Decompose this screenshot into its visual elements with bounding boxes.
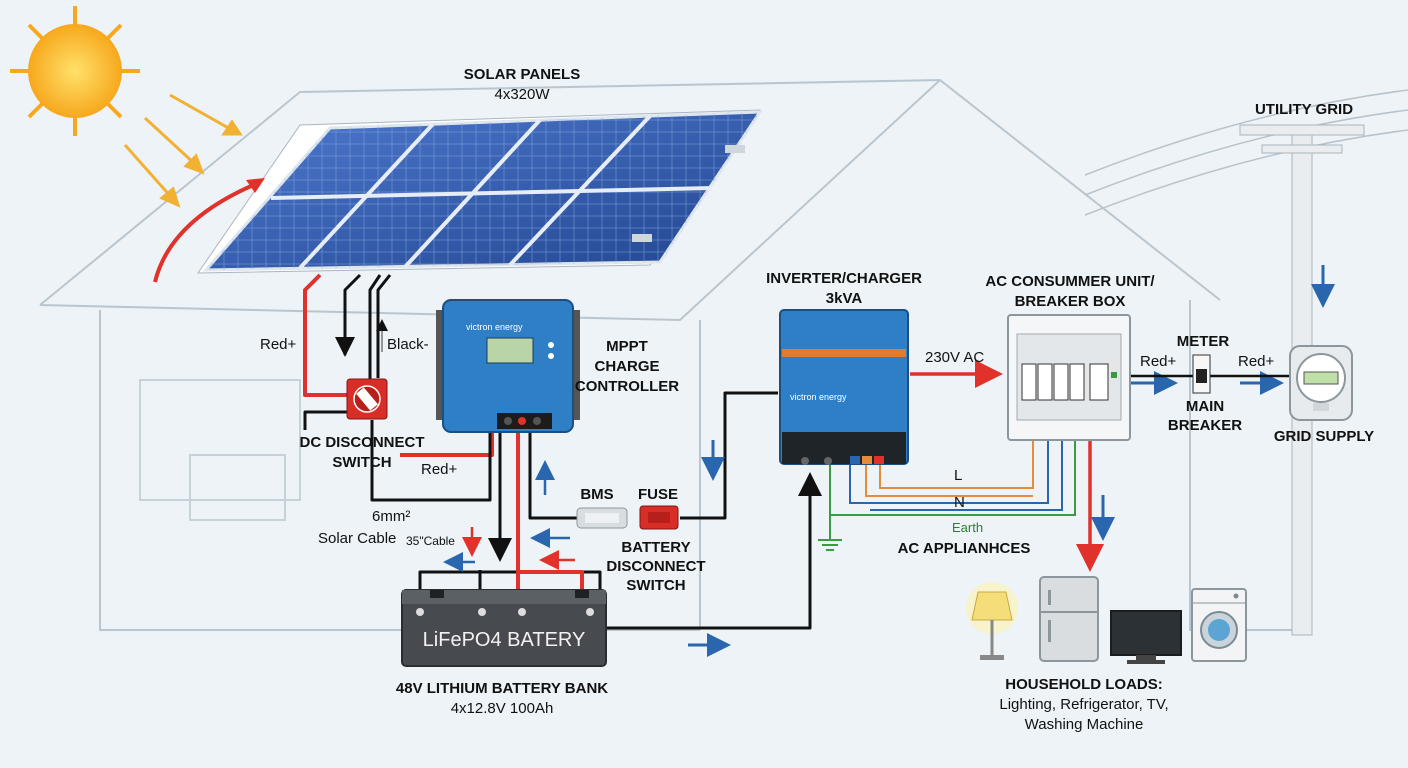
bms-connector-icon (576, 507, 628, 529)
red-plus-label-meter-left: Red+ (1140, 353, 1177, 370)
solar-panels-title: SOLAR PANELS (463, 66, 581, 83)
household-loads-title: HOUSEHOLD LOADS: (1005, 676, 1163, 693)
red-plus-label-meter-right: Red+ (1238, 353, 1275, 370)
main-breaker-label-1: MAIN (1185, 398, 1225, 415)
mppt-label-3: CONTROLLER (574, 378, 680, 395)
household-loads-line2: Washing Machine (1024, 716, 1144, 733)
solar-panel-array (197, 109, 763, 274)
battery-disconnect-label-1: BATTERY (621, 539, 691, 556)
inverter-icon (779, 309, 909, 465)
ac-appliances-label: AC APPLIANHCES (897, 540, 1031, 557)
inverter-label-2: 3kVA (825, 290, 863, 307)
ac-voltage-label: 230V AC (925, 349, 985, 366)
sunlight-curve-arrow (153, 181, 259, 283)
mppt-label-2: CHARGE (594, 358, 660, 375)
battery-bank-spec: 4x12.8V 100Ah (450, 700, 554, 717)
battery-icon (401, 589, 607, 667)
black-minus-label: Black- (387, 336, 429, 353)
fuse-label: FUSE (637, 486, 679, 503)
house-outline (39, 78, 1300, 631)
household-loads-line1: Lighting, Refrigerator, TV, (999, 696, 1169, 713)
main-breaker-label-2: BREAKER (1167, 417, 1243, 434)
flow-arrows (335, 265, 1335, 657)
consumer-unit-icon (1007, 314, 1131, 441)
red-plus-label-left: Red+ (260, 336, 297, 353)
solar-panels-spec: 4x320W (494, 86, 550, 103)
mppt-brand-label: victron energy (466, 322, 523, 332)
refrigerator-icon (1039, 576, 1099, 662)
lamp-icon (966, 582, 1018, 660)
dc-disconnect-label-2: SWITCH (332, 454, 392, 471)
cable-size-label: 6mm² (372, 508, 411, 525)
inverter-brand-label: victron energy (790, 392, 847, 402)
grid-supply-label: GRID SUPPLY (1273, 428, 1375, 445)
sun-ray-arrows (123, 93, 243, 208)
dc-disconnect-label-1: DC DISCONNECT (299, 434, 425, 451)
mppt-controller-icon (436, 299, 580, 433)
earth-wire-label: Earth (952, 520, 984, 535)
battery-disconnect-label-2: DISCONNECT (606, 558, 706, 575)
fuse-icon (639, 505, 679, 530)
utility-grid-label: UTILITY GRID (1254, 101, 1354, 118)
meter-label: METER (1176, 333, 1230, 350)
battery-disconnect-label-3: SWITCH (626, 577, 686, 594)
tv-icon (1110, 610, 1182, 664)
grid-meter-icon (1289, 345, 1353, 421)
battery-face-label: LiFePO4 BATERY (422, 629, 586, 651)
battery-bank-title: 48V LITHIUM BATTERY BANK (395, 680, 609, 697)
dc-disconnect-switch-icon[interactable] (346, 378, 388, 420)
red-plus-label-mid: Red+ (421, 461, 458, 478)
washing-machine-icon (1191, 588, 1247, 662)
cable-type-label: Solar Cable (318, 530, 397, 547)
neutral-wire-label: N (954, 494, 965, 511)
cable-35-label: 35"Cable (406, 534, 455, 548)
consumer-unit-label-1: AC CONSUMMER UNIT/ (985, 273, 1155, 290)
main-breaker-icon[interactable] (1192, 354, 1211, 394)
mppt-label-1: MPPT (606, 338, 648, 355)
sun-icon (10, 6, 140, 136)
inverter-label-1: INVERTER/CHARGER (766, 270, 922, 287)
bms-label: BMS (580, 486, 614, 503)
earth-ground-icon (818, 539, 842, 551)
live-wire-label: L (954, 467, 963, 484)
consumer-unit-label-2: BREAKER BOX (1014, 293, 1126, 310)
